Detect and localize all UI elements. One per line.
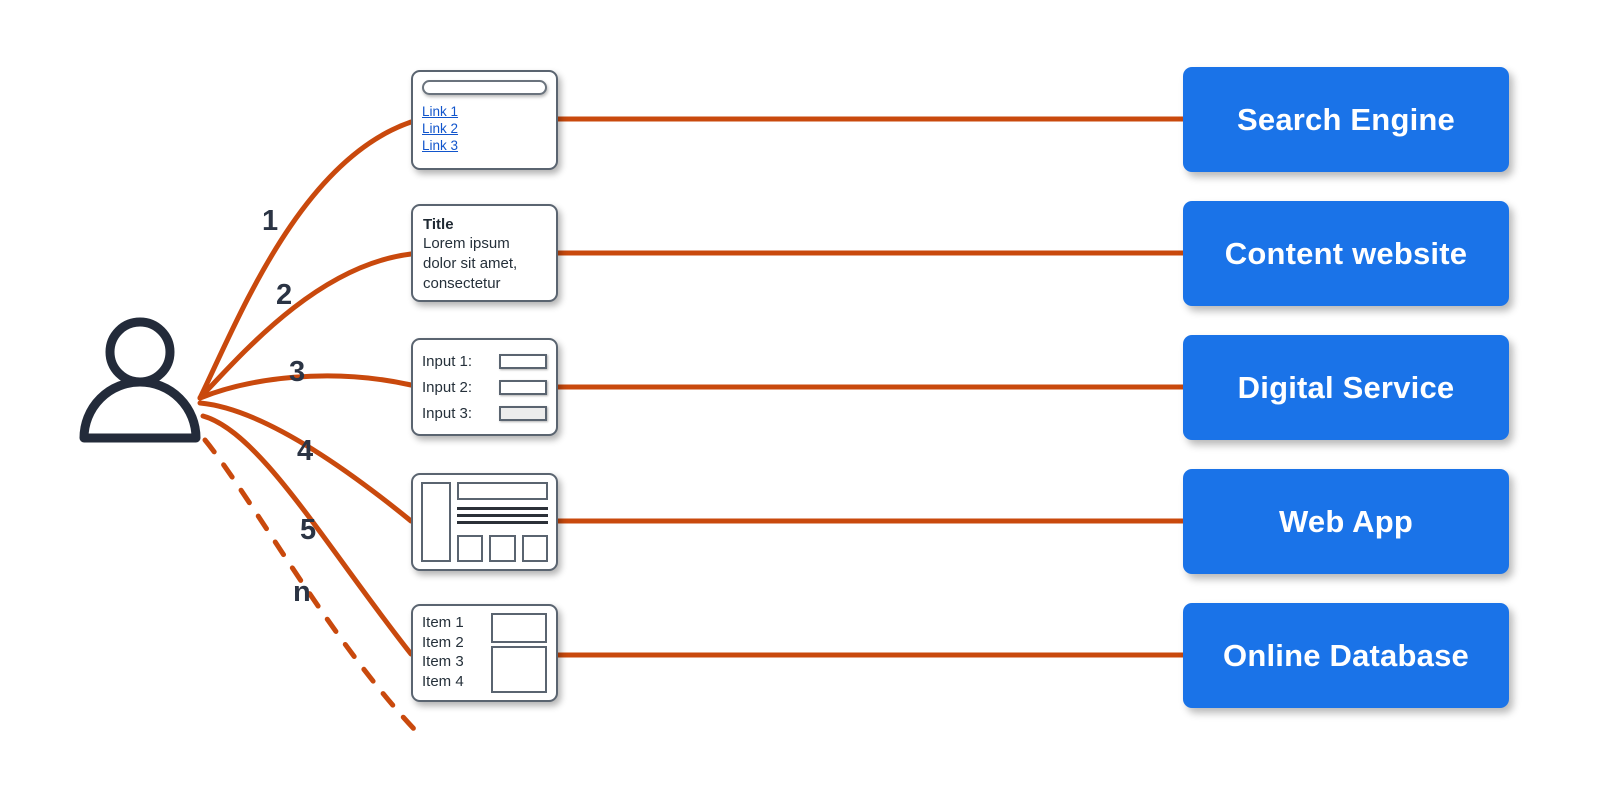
form-row: Input 2: [422,374,547,400]
step-label-4: 4 [297,435,314,467]
connector-curve-3 [197,373,414,401]
connector-curve-5 [200,413,414,657]
search-result-link[interactable]: Link 3 [422,138,459,153]
article-title: Title [423,216,454,233]
web-app-tile[interactable] [489,535,516,562]
web-app-header-region[interactable] [457,482,548,500]
destination-box-digital-service[interactable]: Digital Service [1183,335,1509,440]
connector-curve-n [202,437,418,733]
database-detail-pane-bottom[interactable] [491,646,547,693]
web-app-content-line [457,507,548,510]
step-label-2: 2 [276,279,293,311]
database-detail-pane-top[interactable] [491,613,547,643]
web-app-content-lines [457,507,548,528]
search-result-link[interactable]: Link 2 [422,121,459,136]
web-app-tile[interactable] [521,535,548,562]
web-app-content-line [457,514,548,517]
web-app-layout [421,482,548,562]
database-item-list: Item 1 Item 2 Item 3 Item 4 [422,613,483,693]
article-body-line: dolor sit amet, [423,255,518,272]
search-result-link[interactable]: Link 1 [422,104,459,119]
step-label-n: n [293,576,311,608]
form-row: Input 1: [422,348,547,374]
destination-label: Content website [1224,235,1468,271]
destination-box-search-engine[interactable]: Search Engine [1183,67,1509,172]
step-label-1: 1 [262,205,279,237]
form-field-input[interactable] [499,405,547,421]
step-label-3: 3 [289,356,306,388]
article-body-line: Lorem ipsum [423,235,510,252]
person-body-icon [79,377,201,443]
person-icon [79,317,201,443]
form-row: Input 3: [422,400,547,426]
web-app-tile-row [457,535,548,562]
database-layout: Item 1 Item 2 Item 3 Item 4 [422,613,547,693]
destination-label: Search Engine [1237,101,1455,137]
destination-box-web-app[interactable]: Web App [1183,469,1509,574]
web-app-sidebar-region[interactable] [421,482,451,562]
web-app-tile[interactable] [457,535,484,562]
form-field-input[interactable] [499,353,547,369]
form-field-label: Input 1: [422,352,473,370]
list-item[interactable]: Item 2 [422,633,464,651]
form-field-label: Input 3: [422,404,473,422]
list-item[interactable]: Item 1 [422,614,464,631]
mockup-web-app-layout[interactable] [411,473,558,571]
form-field-input[interactable] [499,379,547,395]
destination-label: Digital Service [1237,369,1455,405]
form-field-label: Input 2: [422,378,473,396]
step-label-5: 5 [300,514,317,546]
connector-curve-1 [197,119,414,401]
connector-curve-4 [197,400,414,524]
connector-curve-2 [197,251,414,401]
destination-label: Online Database [1223,637,1469,673]
destination-box-content-website[interactable]: Content website [1183,201,1509,306]
article-body-line: consectetur [423,275,501,292]
destination-box-online-database[interactable]: Online Database [1183,603,1509,708]
mockup-content-article-page[interactable]: Title Lorem ipsum dolor sit amet, consec… [411,204,558,302]
web-app-content-line [457,521,548,524]
database-detail-panes [491,613,547,693]
mockup-online-database-list[interactable]: Item 1 Item 2 Item 3 Item 4 [411,604,558,702]
person-head-icon [105,317,175,387]
list-item[interactable]: Item 4 [422,672,464,690]
search-results-link-list: Link 1 Link 2 Link 3 [422,103,547,154]
search-input[interactable] [422,80,547,95]
destination-label: Web App [1279,503,1413,539]
mockup-digital-service-form[interactable]: Input 1: Input 2: Input 3: [411,338,558,436]
mockup-search-results-page[interactable]: Link 1 Link 2 Link 3 [411,70,558,170]
web-app-main-region [457,482,548,562]
list-item[interactable]: Item 3 [422,653,464,670]
